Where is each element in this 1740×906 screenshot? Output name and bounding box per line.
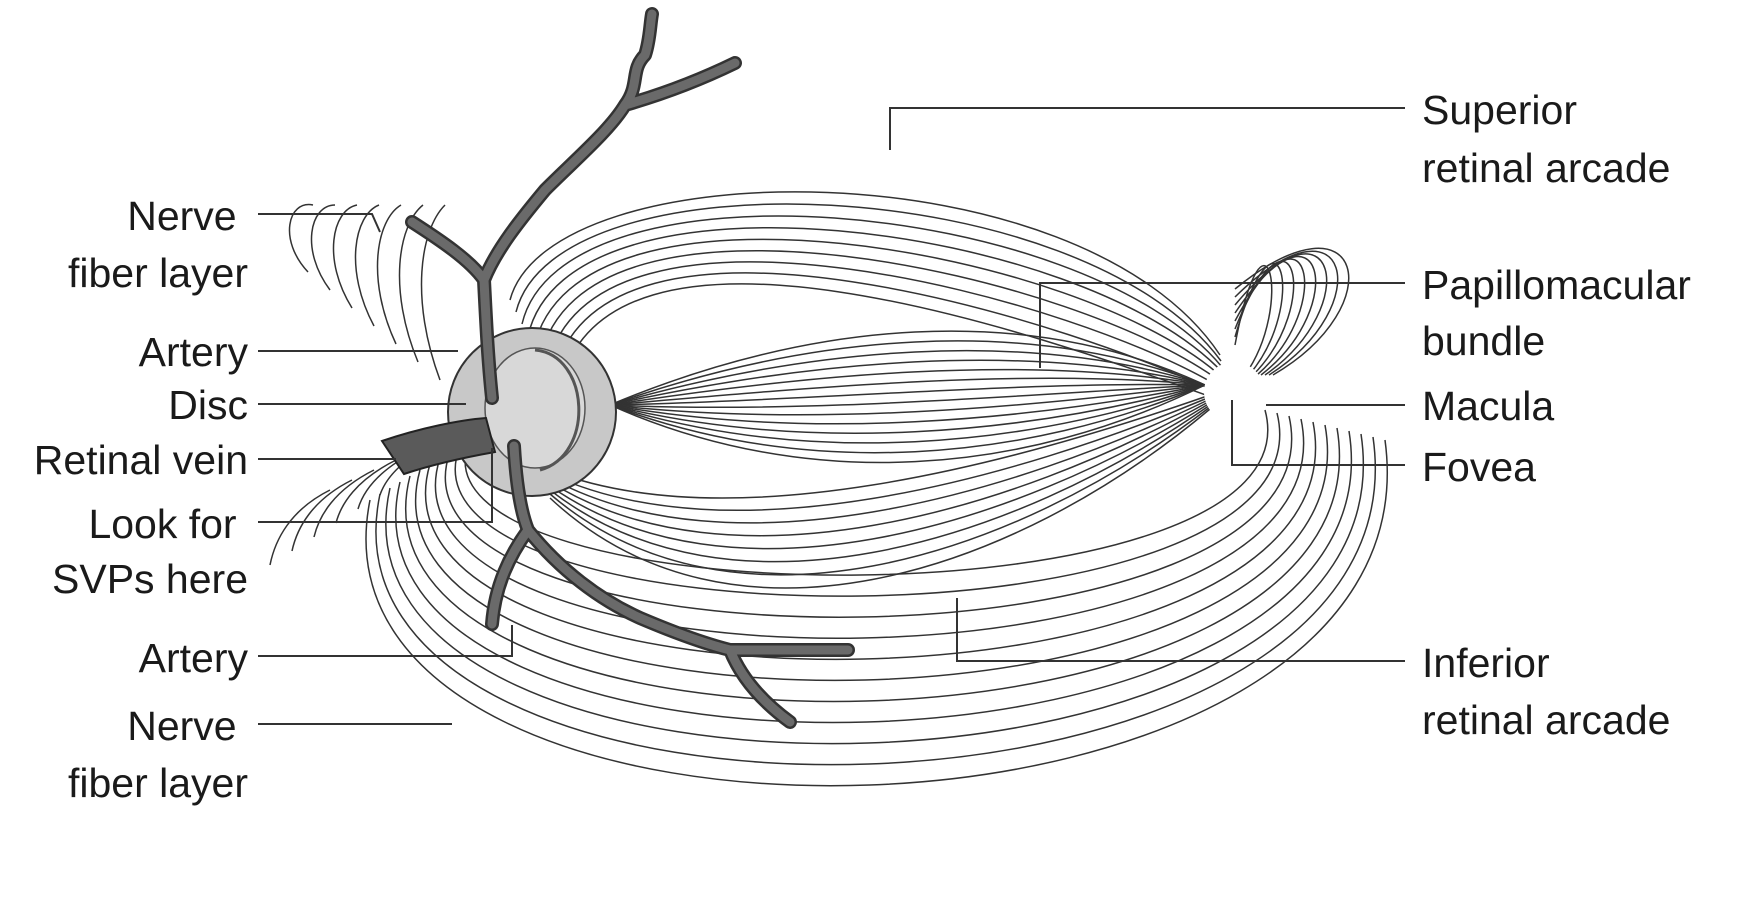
optic-cup — [485, 348, 585, 468]
nasal-fiber — [311, 205, 335, 290]
nasal-fiber — [377, 205, 401, 344]
optic-disc — [448, 328, 616, 496]
leader-superior-arcade — [890, 108, 1405, 150]
temporal-fiber — [1235, 251, 1338, 375]
macula — [1204, 362, 1264, 422]
label-artery-bottom: Artery — [139, 635, 249, 681]
left-labels: Nerve fiber layer Artery Disc Retinal ve… — [34, 193, 249, 806]
temporal-fiber — [1235, 259, 1305, 375]
papillomacular-fiber — [610, 385, 1205, 407]
label-inferior-arcade: Inferior retinal arcade — [1422, 640, 1670, 743]
disc-nasal-fibers — [270, 205, 445, 565]
label-look-for-svps: Look for SVPs here — [52, 501, 248, 602]
label-retinal-vein: Retinal vein — [34, 437, 248, 483]
temporal-fiber — [1235, 261, 1294, 375]
inferior-arcade-fiber — [550, 407, 1210, 575]
label-nerve-fiber-layer-top: Nerve fiber layer — [68, 193, 248, 296]
leader-inferior-arcade — [957, 598, 1405, 661]
label-disc: Disc — [168, 382, 248, 428]
label-papillomacular-bundle: Papillomacular bundle — [1422, 262, 1702, 364]
temporal-fiber — [1235, 248, 1349, 375]
label-nerve-fiber-layer-bottom: Nerve fiber layer — [68, 703, 248, 806]
label-fovea: Fovea — [1422, 444, 1536, 490]
label-artery-top: Artery — [139, 329, 249, 375]
superior-arcade-fibers — [510, 192, 1228, 403]
superior-arcade-fiber — [522, 216, 1222, 367]
inferior-arcade-fiber — [550, 395, 1210, 498]
macula-temporal-fibers — [1235, 248, 1349, 375]
macula-spot — [1204, 362, 1264, 422]
label-superior-arcade: Superior retinal arcade — [1422, 87, 1670, 191]
label-macula: Macula — [1422, 383, 1554, 429]
leader-papillomacular — [1040, 283, 1405, 368]
right-labels: Superior retinal arcade Papillomacular b… — [1422, 87, 1702, 743]
nasal-fiber — [333, 205, 357, 308]
superior-arcade-fiber — [552, 273, 1227, 397]
